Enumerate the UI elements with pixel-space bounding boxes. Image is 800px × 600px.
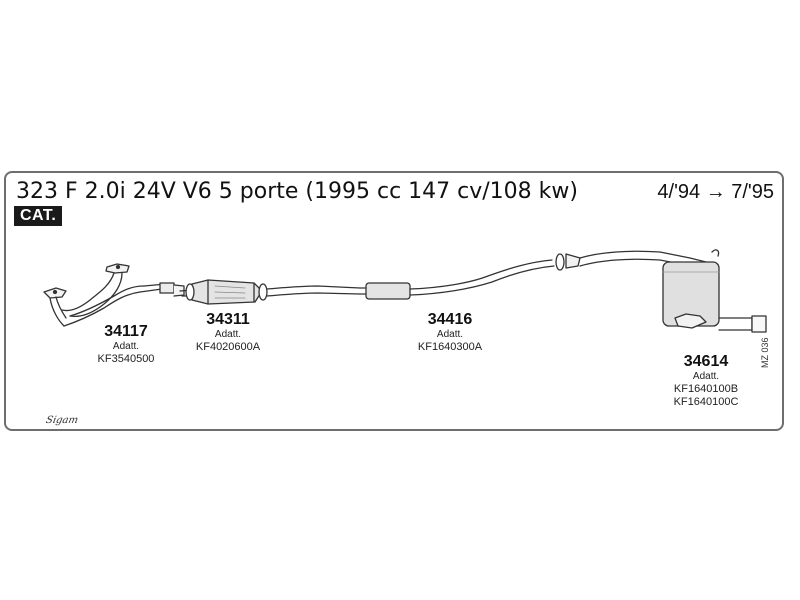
part-adapter-label: Adatt. <box>436 329 464 341</box>
part-34311[interactable]: 34311 Adatt. KF4020600A <box>178 311 278 354</box>
part-number: 34416 <box>427 311 473 328</box>
part-code: KF1640100B <box>673 382 739 395</box>
part-code: KF4020600A <box>195 340 261 353</box>
part-number: 34614 <box>683 353 729 370</box>
part-code: KF1640300A <box>417 340 483 353</box>
production-date-range: 4/'94 → 7/'95 <box>657 181 774 203</box>
middle-silencer-icon[interactable] <box>266 253 565 300</box>
part-number: 34117 <box>104 323 148 340</box>
part-34416[interactable]: 34416 Adatt. KF1640300A <box>400 311 500 354</box>
catalytic-converter-icon[interactable] <box>179 279 268 305</box>
part-number: 34311 <box>206 311 250 328</box>
part-34614[interactable]: 34614 Adatt. KF1640100B KF1640100C <box>656 353 756 408</box>
exhaust-manifold-icon[interactable] <box>43 263 185 327</box>
part-adapter-label: Adatt. <box>692 371 720 383</box>
diagram-panel: 323 F 2.0i 24V V6 5 porte (1995 cc 147 c… <box>4 171 784 431</box>
part-adapter-label: Adatt. <box>214 329 242 341</box>
part-code: KF1640100C <box>673 395 739 408</box>
vehicle-title: 323 F 2.0i 24V V6 5 porte (1995 cc 147 c… <box>16 179 578 204</box>
rear-silencer-icon[interactable] <box>565 249 767 333</box>
part-code: KF3540500 <box>97 352 155 365</box>
cat-badge: CAT. <box>14 206 63 226</box>
part-34117[interactable]: 34117 Adatt. KF3540500 <box>76 323 176 366</box>
part-adapter-label: Adatt. <box>112 341 140 353</box>
